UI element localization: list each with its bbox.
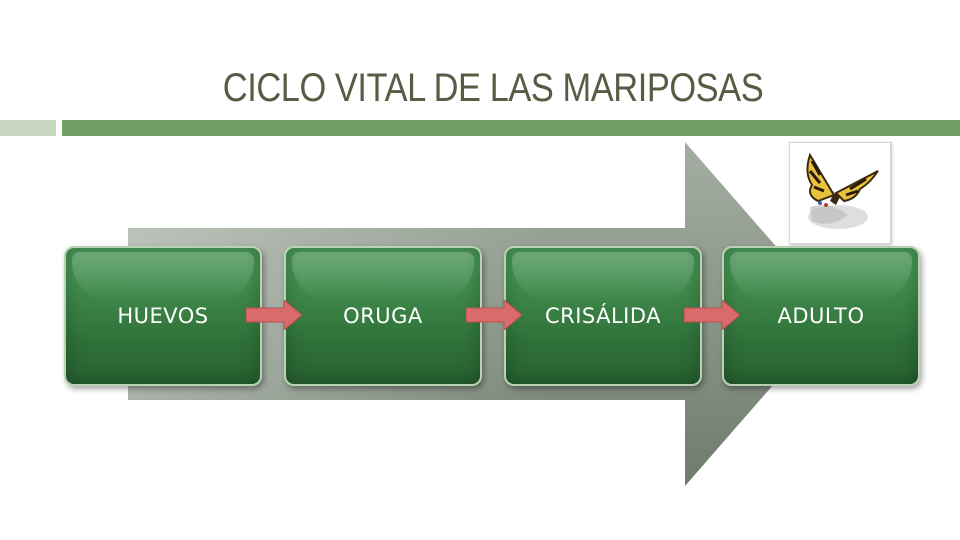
stage-label-oruga: ORUGA	[343, 304, 423, 328]
stage-label-crisalida: CRISÁLIDA	[544, 304, 662, 328]
title-rule-left	[0, 120, 56, 136]
butterfly-icon	[806, 152, 879, 229]
stage-box-crisalida: CRISÁLIDA	[504, 246, 702, 386]
title-rule-right	[62, 120, 960, 136]
butterfly-photo	[789, 142, 891, 244]
connector-arrow-1	[246, 300, 302, 330]
stage-label-adulto: ADULTO	[777, 304, 865, 328]
stage-box-huevos: HUEVOS	[64, 246, 262, 386]
connector-arrow-2	[466, 300, 522, 330]
stage-label-huevos: HUEVOS	[117, 304, 209, 328]
stage-box-adulto: ADULTO	[722, 246, 920, 386]
stage-box-oruga: ORUGA	[284, 246, 482, 386]
connector-arrow-3	[684, 300, 740, 330]
slide-title: CICLO VITAL DE LAS MARIPOSAS	[222, 66, 764, 110]
